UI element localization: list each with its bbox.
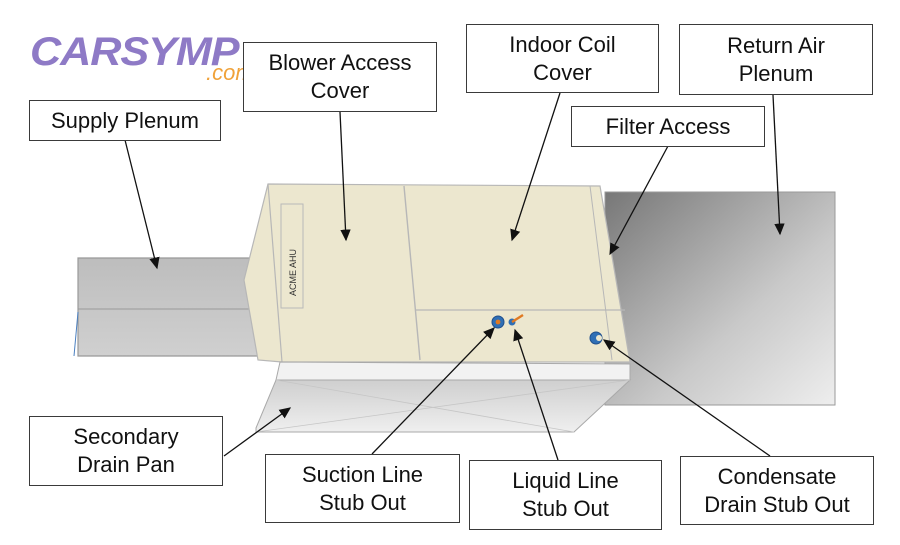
carsymp-logo: CARSYMP .com [30, 30, 280, 90]
label-return-air-plenum: Return Air Plenum [679, 24, 873, 95]
arrow-return-air-plenum [772, 94, 785, 236]
arrow-indoor-coil-cover [510, 92, 561, 242]
arrow-filter-access [609, 145, 669, 256]
condensate-drain-stub [589, 331, 603, 345]
label-liquid-line-stub-out: Liquid Line Stub Out [469, 460, 662, 530]
label-supply-plenum: Supply Plenum [29, 100, 221, 141]
arrow-supply-plenum [124, 139, 160, 270]
nameplate: ACME AHU [280, 203, 304, 309]
label-blower-access-cover: Blower Access Cover [243, 42, 437, 112]
label-suction-line-stub-out: Suction Line Stub Out [265, 454, 460, 523]
arrow-condensate-drain [602, 339, 771, 457]
logo-main-text: CARSYMP [30, 30, 240, 74]
nameplate-text: ACME AHU [288, 249, 298, 296]
leader-arrows [124, 92, 785, 461]
suction-line-stub [491, 315, 505, 329]
cabinet-shape [243, 183, 631, 363]
arrow-blower-access-cover [339, 111, 351, 242]
label-filter-access: Filter Access [571, 106, 765, 147]
label-secondary-drain-pan: Secondary Drain Pan [29, 416, 223, 486]
return-air-plenum-shape [604, 191, 836, 406]
arrow-liquid-line [513, 328, 559, 461]
secondary-drain-pan-shape [255, 361, 632, 433]
supply-plenum-shape [73, 257, 269, 357]
label-indoor-coil-cover: Indoor Coil Cover [466, 24, 659, 93]
label-condensate-drain-stub-out: Condensate Drain Stub Out [680, 456, 874, 525]
liquid-line-stub [508, 313, 524, 326]
arrow-suction-line [371, 327, 495, 455]
arrow-secondary-drain-pan [223, 407, 292, 457]
